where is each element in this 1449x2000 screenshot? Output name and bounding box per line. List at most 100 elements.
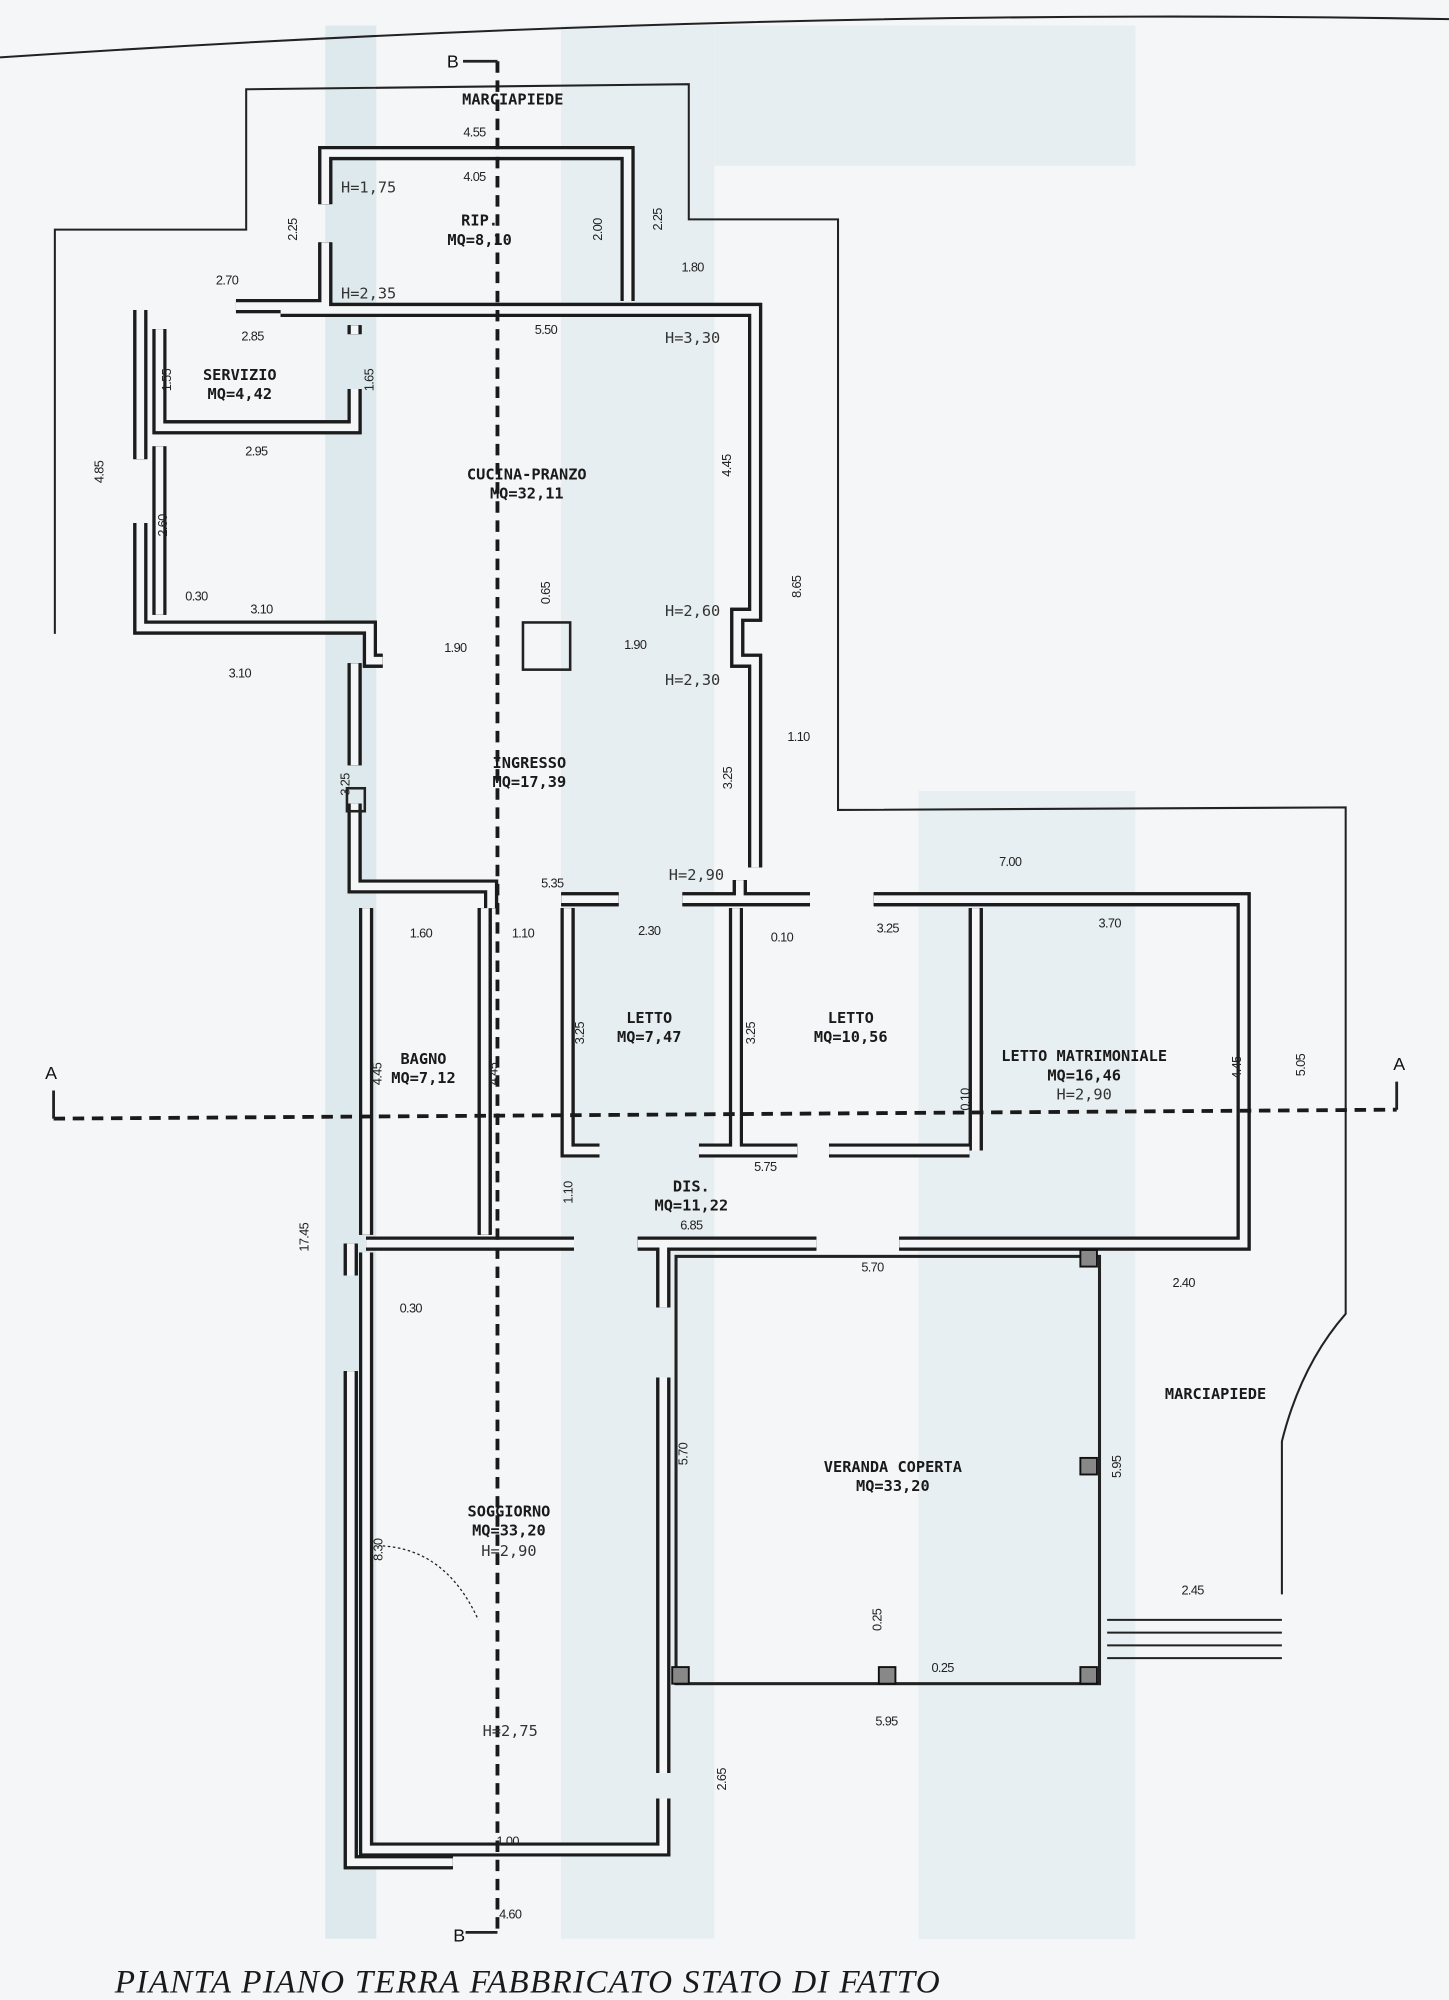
dimension-label: 5.95 [1109,1455,1124,1478]
room-name: INGRESSO [493,754,567,772]
dimension-label: 2.45 [1181,1582,1204,1597]
room-name: LETTO [626,1009,672,1027]
dimension-label: 4.45 [1229,1056,1244,1079]
ceiling-height: H=2,90 [669,866,724,884]
section-label-a: A [1393,1054,1405,1074]
room-name: LETTO MATRIMONIALE [1001,1047,1167,1065]
dimension-label: 2.85 [241,329,264,344]
dimension-label: 1.10 [787,729,810,744]
dimension-label: 2.00 [590,218,605,241]
room-name: RIP. [461,212,498,230]
ceiling-height: H=2,75 [483,1722,538,1740]
room-name: VERANDA COPERTA [824,1458,962,1476]
dimension-label: 2.65 [714,1768,729,1791]
room-area: MQ=33,20 [856,1477,930,1495]
dimension-label: 4.55 [463,124,486,139]
dimension-label: 8.65 [789,575,804,598]
room-area: MQ=32,11 [490,485,564,503]
dimension-label: 3.10 [229,665,252,680]
dimension-label: 4.45 [485,1062,500,1085]
ceiling-height: H=1,75 [341,179,396,197]
room-name: SERVIZIO [203,366,277,384]
dimension-label: 1.55 [159,368,174,391]
veranda-columns [671,1249,1098,1685]
room-area: MQ=7,47 [617,1028,681,1046]
dimension-label: 5.95 [875,1714,898,1729]
dimension-label: 2.40 [1173,1275,1196,1290]
dimension-label: 1.60 [410,926,433,941]
dimension-label: 3.25 [572,1021,587,1044]
room-area: MQ=33,20 [472,1522,546,1540]
dimension-label: 17.45 [297,1222,312,1251]
section-label-b: B [453,1925,465,1945]
room-name: CUCINA-PRANZO [467,466,587,484]
room-area: MQ=16,46 [1047,1066,1121,1084]
dimension-label: 3.25 [877,920,900,935]
dimension-label: 2.95 [245,443,268,458]
dimension-label: 6.85 [680,1218,703,1233]
dimension-label: 1.80 [681,260,704,275]
dimension-label: 5.35 [541,876,564,891]
room-name: SOGGIORNO [467,1503,550,1521]
section-a-marks [52,1081,1399,1119]
pillar [521,621,572,671]
dimension-label: 0.30 [185,589,208,604]
watermark [325,25,1136,1939]
section-b-marks [463,59,498,1934]
dimension-label: 2.30 [638,923,661,938]
dimension-label: 5.75 [754,1159,777,1174]
room-name: DIS. [673,1177,710,1195]
dimension-label: 1.10 [561,1181,576,1204]
room-area: MQ=7,12 [391,1069,455,1087]
ceiling-height: H=3,30 [665,329,720,347]
dimension-label: 4.85 [91,460,106,483]
room-name: BAGNO [400,1050,446,1068]
ceiling-height: H=2,30 [665,671,720,689]
dimension-label: 3.10 [250,602,273,617]
dimension-label: 5.50 [535,322,558,337]
room-name: LETTO [828,1009,874,1027]
room-area: MQ=17,39 [493,773,567,791]
dimension-label: 5.70 [861,1260,884,1275]
dimension-label: 1.90 [624,637,647,652]
dimension-label: 0.25 [869,1608,884,1631]
dimension-label: 3.25 [743,1021,758,1044]
section-line-a [53,1107,1397,1121]
dimension-label: 1.90 [444,640,467,655]
door-swing [382,1545,479,1621]
walkway-label: MARCIAPIEDE [1165,1385,1266,1403]
dimension-label: 3.25 [337,773,352,796]
section-label-a: A [45,1063,57,1083]
pier [345,786,367,813]
ceiling-height: H=2,60 [665,602,720,620]
dimension-label: 2.60 [155,514,170,537]
dimension-label: 4.45 [369,1062,384,1085]
dimension-label: 0.10 [771,929,794,944]
dimension-label: 0.30 [400,1301,423,1316]
dimension-label: 2.25 [285,218,300,241]
dimension-label: 1.00 [497,1834,520,1849]
dimension-label: 3.70 [1099,915,1122,930]
room-height: H=2,90 [481,1542,536,1560]
walkway-boundary [53,83,1347,1595]
room-area: MQ=8,10 [447,231,511,249]
room-height: H=2,90 [1057,1085,1112,1103]
dimension-label: 4.45 [719,454,734,477]
dimension-label: 1.10 [512,926,535,941]
section-label-b: B [447,52,459,72]
dimension-label: 5.70 [676,1442,691,1465]
drawing-title: PIANTA PIANO TERRA FABBRICATO STATO DI F… [114,1963,941,2000]
dimension-label: 0.25 [931,1660,954,1675]
walkway-label: MARCIAPIEDE [462,91,563,109]
room-area: MQ=11,22 [654,1196,728,1214]
sheet-edge [0,15,1449,59]
ceiling-height: H=2,35 [341,284,396,302]
dimension-label: 5.05 [1293,1053,1308,1076]
dimension-label: 4.05 [463,169,486,184]
dimension-label: 7.00 [999,854,1022,869]
steps [1107,1618,1282,1660]
dimension-label: 8.30 [371,1538,386,1561]
dimension-label: 3.25 [720,766,735,789]
dimension-label: 2.25 [650,208,665,231]
